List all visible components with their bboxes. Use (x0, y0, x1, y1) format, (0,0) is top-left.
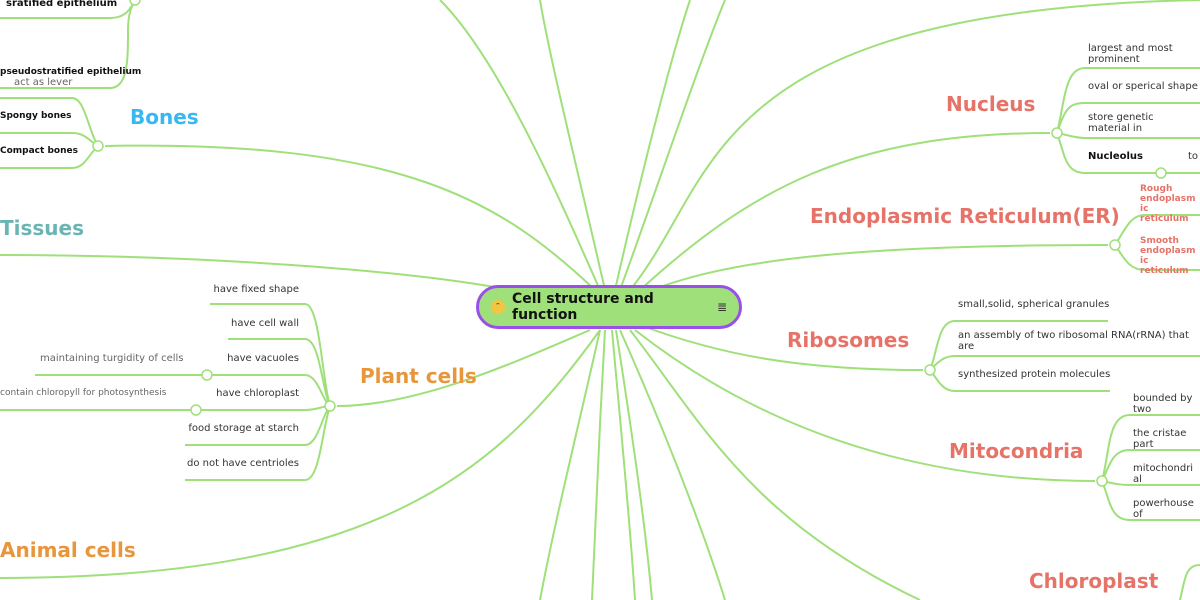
topic-tissues[interactable]: Tissues (0, 216, 85, 240)
topic-mitocondria[interactable]: Mitocondria (949, 439, 1084, 463)
ribosomes-node-knob (924, 364, 936, 376)
node-nucleus-shape[interactable]: oval or sperical shape (1088, 81, 1198, 92)
root-topic-label: Cell structure and function (512, 291, 654, 323)
node-have-chloroplast[interactable]: have chloroplast (216, 388, 299, 399)
node-chloropyll[interactable]: contain chloropyll for photosynthesis (0, 388, 167, 398)
node-ribosome-granules[interactable]: small,solid, spherical granules (958, 299, 1110, 310)
node-mito-cristae[interactable]: the cristae part (1133, 428, 1187, 450)
node-no-centrioles[interactable]: do not have centrioles (187, 458, 299, 469)
nucleolus-node-knob (1155, 167, 1167, 179)
epithelium-node-knob (129, 0, 141, 6)
node-turgidity[interactable]: maintaining turgidity of cells (40, 353, 184, 364)
nucleus-node-knob (1051, 127, 1063, 139)
mitocondria-node-knob (1096, 475, 1108, 487)
slightly-smiling-face-icon: ᵔ (491, 300, 505, 314)
node-ribosome-rrna[interactable]: an assembly of two ribosomal RNA(rRNA) t… (958, 330, 1189, 352)
node-mito-bounded[interactable]: bounded by two (1133, 393, 1193, 415)
node-nucleus-genetic[interactable]: store genetic material in (1088, 112, 1154, 134)
node-compact-bones[interactable]: Compact bones (0, 146, 78, 156)
root-topic[interactable]: ᵔ Cell structure and function ≣ (476, 285, 742, 329)
topic-ribosomes[interactable]: Ribosomes (787, 328, 910, 352)
node-pseudostratified-epithelium[interactable]: pseudostratified epithelium (0, 67, 142, 77)
node-nucleolus[interactable]: Nucleolus (1088, 151, 1143, 162)
topic-nucleus[interactable]: Nucleus (946, 92, 1036, 116)
topic-er[interactable]: Endoplasmic Reticulum(ER) (810, 204, 1120, 228)
node-spongy-bones[interactable]: Spongy bones (0, 111, 72, 121)
chloroplast-node-knob (190, 404, 202, 416)
node-nucleolus-detail[interactable]: to (1188, 151, 1199, 162)
notes-list-icon[interactable]: ≣ (716, 300, 727, 314)
node-food-storage[interactable]: food storage at starch (188, 423, 299, 434)
topic-bones[interactable]: Bones (130, 105, 199, 129)
node-have-vacuoles[interactable]: have vacuoles (227, 353, 299, 364)
bones-node-knob (92, 140, 104, 152)
node-have-fixed-shape[interactable]: have fixed shape (213, 284, 299, 295)
node-ribosome-protein[interactable]: synthesized protein molecules (958, 369, 1111, 380)
node-mito-powerhouse[interactable]: powerhouse of (1133, 498, 1194, 520)
er-node-knob (1109, 239, 1121, 251)
node-act-as-lever[interactable]: act as lever (14, 77, 73, 88)
node-mito-mitochondrial[interactable]: mitochondrial (1133, 463, 1194, 485)
topic-animal-cells[interactable]: Animal cells (0, 538, 136, 562)
node-sratified-epithelium[interactable]: sratified epithelium (6, 0, 118, 9)
vacuoles-node-knob (201, 369, 213, 381)
topic-plant-cells[interactable]: Plant cells (360, 364, 477, 388)
topic-chloroplast[interactable]: Chloroplast (1029, 569, 1159, 593)
node-have-cell-wall[interactable]: have cell wall (231, 318, 299, 329)
plant-cells-node-knob (324, 400, 336, 412)
node-smooth-er[interactable]: Smooth endoplasmic reticulum (1140, 236, 1196, 276)
node-nucleus-largest[interactable]: largest and most prominent (1088, 43, 1173, 65)
node-rough-er[interactable]: Rough endoplasmic reticulum (1140, 184, 1196, 224)
